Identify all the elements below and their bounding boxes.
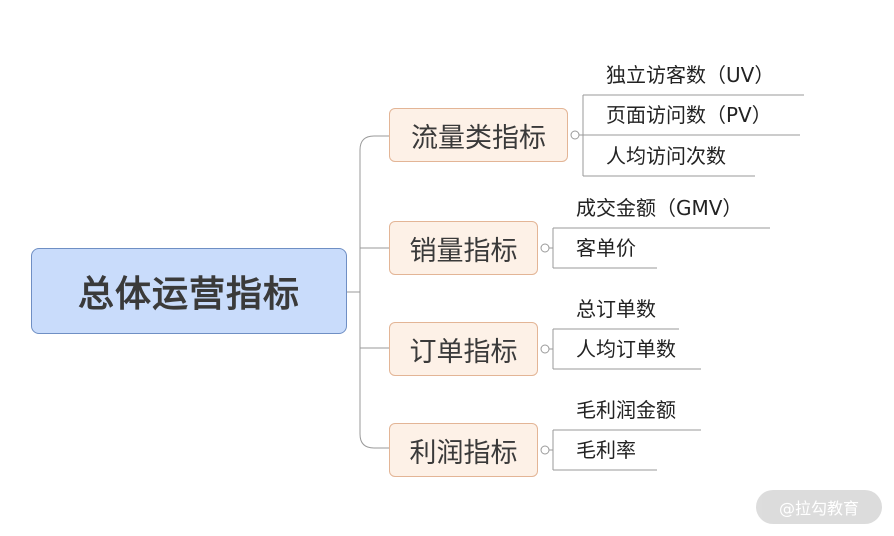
leaf-node-visits[interactable]: 人均访问次数 [606, 144, 726, 168]
leaf-node-gross-profit[interactable]: 毛利润金额 [576, 398, 676, 422]
main-spine [359, 135, 389, 449]
collapse-toggle-profit [540, 445, 550, 455]
leaf-node-gmv[interactable]: 成交金额（GMV） [576, 196, 743, 220]
branch-node-profit[interactable]: 利润指标 [389, 423, 538, 477]
leaf-node-pv[interactable]: 页面访问数（PV） [606, 103, 772, 127]
root-node[interactable]: 总体运营指标 [31, 248, 347, 334]
watermark-logo: @拉勾教育 [756, 490, 882, 524]
branch-node-orders[interactable]: 订单指标 [389, 322, 538, 376]
leaf-node-margin[interactable]: 毛利率 [576, 438, 636, 462]
collapse-toggle-traffic [570, 130, 580, 140]
leaf-node-uv[interactable]: 独立访客数（UV） [606, 63, 775, 87]
collapse-toggle-orders [540, 344, 550, 354]
leaf-node-avg-orders[interactable]: 人均订单数 [576, 337, 676, 361]
leaf-node-total-orders[interactable]: 总订单数 [576, 297, 656, 321]
branch-node-traffic[interactable]: 流量类指标 [389, 108, 568, 162]
collapse-toggle-sales [540, 243, 550, 253]
leaf-node-aov[interactable]: 客单价 [576, 236, 636, 260]
branch-node-sales[interactable]: 销量指标 [389, 221, 538, 275]
